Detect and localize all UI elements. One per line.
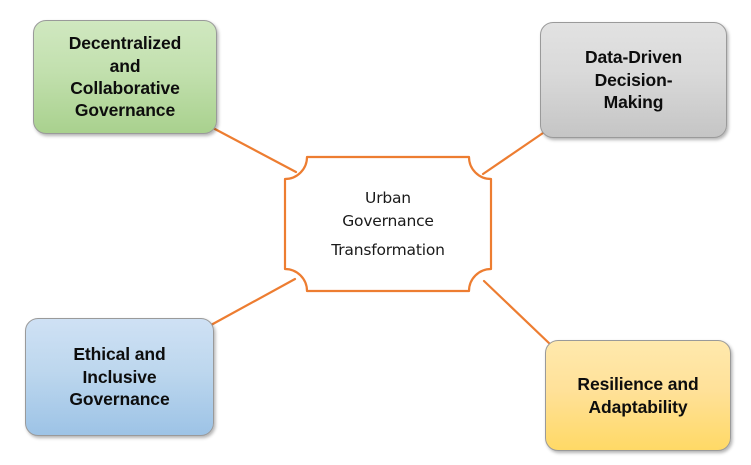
- node-center-hub[interactable]: Urban Governance Transformation: [283, 155, 493, 293]
- connector-resilience-to-center: [482, 279, 553, 347]
- node-data-driven-decision-making[interactable]: Data-Driven Decision- Making: [540, 22, 727, 138]
- node-label: Data-Driven Decision- Making: [584, 47, 683, 113]
- node-ethical-inclusive-governance[interactable]: Ethical and Inclusive Governance: [25, 318, 214, 436]
- center-hub-text: Urban Governance Transformation: [283, 155, 493, 293]
- node-label: Resilience and Adaptability: [577, 374, 699, 417]
- node-decentralized-collaborative-governance[interactable]: Decentralized and Collaborative Governan…: [33, 20, 217, 134]
- center-hub-shape: [283, 155, 493, 293]
- node-label: Ethical and Inclusive Governance: [69, 344, 170, 410]
- center-hub-line-3: Transformation: [331, 240, 445, 259]
- node-resilience-adaptability[interactable]: Resilience and Adaptability: [545, 340, 731, 451]
- node-label: Decentralized and Collaborative Governan…: [68, 33, 182, 121]
- center-hub-line-1: Urban: [365, 189, 411, 208]
- center-hub-line-2: Governance: [342, 212, 434, 231]
